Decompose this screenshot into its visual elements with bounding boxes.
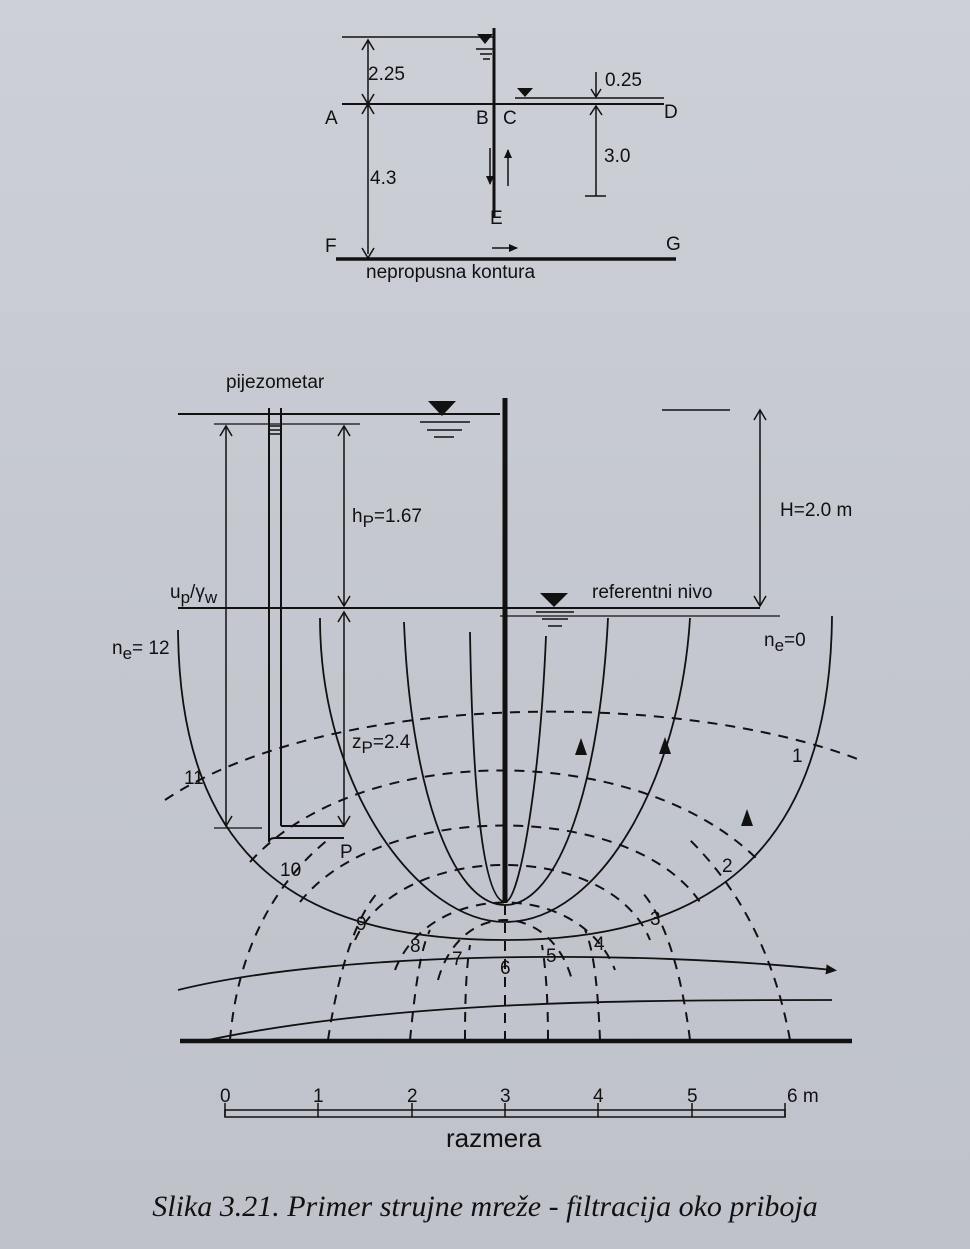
equipotential-number-11: 11: [184, 768, 204, 789]
figure-caption: Slika 3.21. Primer strujne mreže - filtr…: [152, 1190, 818, 1223]
equipotential-number-8: 8: [410, 936, 421, 957]
scale-tick-3: 3: [500, 1086, 511, 1107]
downstream-water-symbol: [536, 593, 574, 627]
upstream-water-symbol: [420, 401, 470, 438]
ne-right-label: ne=0: [764, 630, 806, 655]
scale-tick-0: 0: [220, 1086, 231, 1107]
scale-label: razmera: [446, 1123, 542, 1153]
top-schematic: 2.25 4.3 0.25 3.0 A B C D E F G nepropus…: [325, 28, 681, 283]
equipotential-number-5: 5: [546, 946, 557, 967]
top-dim-right-upper: 0.25: [605, 70, 642, 91]
h-label: H=2.0 m: [780, 500, 852, 521]
equipotential-number-10: 10: [280, 860, 301, 881]
point-p: P: [340, 842, 353, 863]
scale-tick-4: 4: [593, 1086, 604, 1107]
top-point-b: B: [476, 108, 489, 129]
equipotential-number-1: 1: [792, 746, 803, 767]
reference-level-label: referentni nivo: [592, 582, 712, 603]
top-dim-left-upper: 2.25: [368, 64, 405, 85]
flow-lines: [177, 615, 837, 1041]
equipotential-number-4: 4: [594, 934, 605, 955]
top-boundary-label: nepropusna kontura: [366, 262, 535, 283]
equipotential-number-7: 7: [452, 949, 463, 970]
flow-line-2: [319, 617, 691, 923]
top-point-a: A: [325, 108, 338, 129]
scale-bar: 0 1 2 3 4 5 6 m razmera: [220, 1086, 819, 1153]
zp-label: zP=2.4: [352, 732, 411, 757]
equipotential-5: [394, 901, 616, 971]
flow-net-figure: pijezometar H=2.0 m hP=1.67 up/γw refere…: [112, 372, 861, 1044]
scale-tick-1: 1: [313, 1086, 324, 1107]
equipotential-left-1: [229, 837, 331, 1041]
equipotential-number-6: 6: [500, 958, 511, 979]
flow-line-6: [207, 999, 833, 1041]
equipotential-left-2: [327, 889, 381, 1041]
top-point-g: G: [666, 234, 681, 255]
scale-tick-6: 6 m: [787, 1086, 819, 1107]
top-dim-left-lower: 4.3: [370, 168, 396, 189]
equipotential-1: [164, 710, 861, 801]
equipotential-number-2: 2: [722, 856, 733, 877]
flow-line-4: [469, 631, 547, 903]
equipotential-6: [437, 919, 573, 981]
top-point-d: D: [664, 102, 678, 123]
flow-line-outer: [177, 615, 833, 941]
equipotential-number-3: 3: [650, 909, 661, 930]
top-point-f: F: [325, 236, 337, 257]
equipotential-right-1: [689, 839, 791, 1041]
equipotential-right-2: [639, 889, 691, 1041]
equipotential-number-9: 9: [356, 914, 367, 935]
equipotential-left-4: [464, 944, 471, 1041]
top-downstream-water-symbol: [515, 88, 664, 99]
equipotential-2: [249, 769, 761, 863]
equipotential-lines: [164, 710, 861, 1041]
top-dim-right-lower: 3.0: [604, 146, 630, 167]
hp-label: hP=1.67: [352, 506, 422, 531]
top-point-e: E: [490, 208, 503, 229]
scale-tick-5: 5: [687, 1086, 698, 1107]
flow-line-5: [177, 955, 837, 991]
piezometer-tube: [268, 408, 344, 843]
scale-tick-2: 2: [407, 1086, 418, 1107]
ne-left-label: ne= 12: [112, 638, 170, 663]
equipotential-3: [299, 824, 701, 903]
up-label: up/γw: [170, 582, 218, 607]
equipotential-4: [354, 864, 651, 941]
piezometer-label: pijezometar: [226, 372, 325, 393]
top-point-c: C: [503, 108, 517, 129]
